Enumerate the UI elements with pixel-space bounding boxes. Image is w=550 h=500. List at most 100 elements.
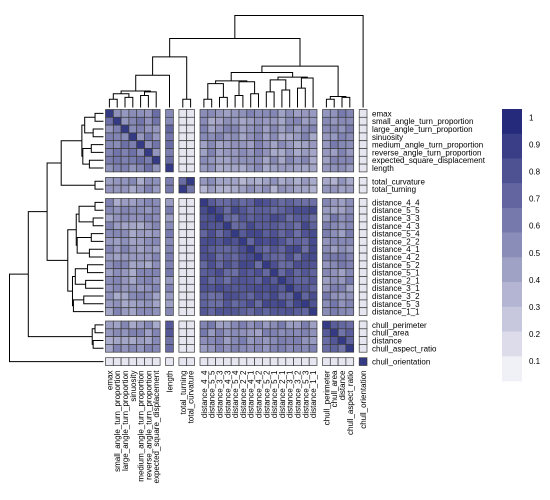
row-label: medium_angle_turn_proportion	[372, 141, 483, 150]
dendrogram-branch	[265, 91, 275, 108]
heatmap-cell	[254, 291, 263, 301]
heatmap-cell	[120, 328, 130, 337]
heatmap-cell	[151, 336, 161, 345]
heatmap-cell	[293, 132, 302, 142]
heatmap-cell	[105, 268, 114, 277]
heatmap-cell	[186, 320, 195, 330]
heatmap-cell	[345, 155, 355, 165]
heatmap-cell	[230, 163, 240, 173]
heatmap-cell	[136, 177, 145, 186]
heatmap-cell	[345, 268, 355, 277]
heatmap-cell	[178, 283, 188, 293]
heatmap-cell	[262, 184, 271, 194]
heatmap-cell	[151, 116, 161, 126]
column-label: total_curvature	[187, 370, 196, 423]
heatmap-cell	[178, 307, 188, 316]
dendrogram-branch	[92, 340, 104, 349]
heatmap-cell	[144, 177, 153, 186]
heatmap-cell	[285, 252, 294, 262]
heatmap-cell	[238, 177, 248, 186]
dendrogram-branch	[92, 128, 104, 138]
heatmap-cell	[238, 328, 248, 337]
heatmap-cell	[246, 268, 255, 277]
heatmap-cell	[345, 148, 355, 157]
heatmap-cell	[337, 116, 347, 126]
heatmap-cell	[120, 155, 130, 165]
heatmap-cell	[337, 184, 347, 194]
column-label: length	[166, 371, 175, 393]
heatmap-cell	[269, 132, 279, 142]
heatmap-cell	[285, 177, 294, 186]
heatmap-cell	[238, 148, 248, 157]
heatmap-cell	[301, 237, 310, 246]
heatmap-cell	[223, 213, 232, 223]
heatmap-cell	[207, 229, 216, 238]
heatmap-cell	[308, 205, 318, 215]
heatmap-cell	[254, 198, 263, 207]
heatmap-cell	[199, 109, 209, 118]
heatmap-cell	[120, 163, 130, 173]
heatmap-cell	[238, 229, 248, 238]
heatmap-cell	[238, 205, 248, 215]
heatmap-cell	[301, 260, 310, 270]
dendrogram-branch	[27, 211, 93, 338]
heatmap-cell	[178, 336, 188, 345]
heatmap-cell	[269, 260, 279, 270]
heatmap-cell	[262, 148, 271, 157]
heatmap-cell	[269, 116, 279, 126]
heatmap-cell	[136, 299, 145, 309]
heatmap-cell	[301, 148, 310, 157]
heatmap-cell	[262, 299, 271, 309]
heatmap-cell	[199, 283, 209, 293]
heatmap-cell	[215, 252, 224, 262]
heatmap-cell	[215, 291, 224, 301]
heatmap-cell	[178, 109, 188, 118]
colorbar-swatch	[502, 207, 522, 233]
heatmap-cell	[277, 357, 287, 366]
heatmap-cell	[144, 344, 153, 353]
heatmap-cell	[329, 221, 339, 231]
heatmap-cell	[322, 237, 331, 246]
column-label: total_turning	[179, 371, 188, 415]
heatmap-cell	[199, 148, 209, 157]
heatmap-cell	[246, 320, 255, 330]
heatmap-cell	[128, 221, 138, 231]
heatmap-cell	[337, 148, 347, 157]
heatmap-cell	[254, 307, 263, 316]
heatmap-cell	[199, 205, 209, 215]
heatmap-cell	[128, 252, 138, 262]
heatmap-cell	[223, 221, 232, 231]
heatmap-cell	[207, 140, 216, 149]
heatmap-cell	[293, 328, 302, 337]
colorbar-swatch	[502, 133, 522, 159]
heatmap-cell	[151, 244, 161, 254]
heatmap-cell	[178, 205, 188, 215]
heatmap-cell	[285, 198, 294, 207]
heatmap-cell	[215, 344, 224, 353]
heatmap-cell	[199, 155, 209, 165]
heatmap-cell	[254, 344, 263, 353]
heatmap-cell	[178, 213, 188, 223]
dendrogram-branch	[341, 96, 351, 108]
heatmap-cell	[322, 299, 331, 309]
heatmap-cell	[215, 184, 224, 194]
heatmap-cell	[165, 198, 174, 207]
heatmap-cell	[151, 237, 161, 246]
heatmap-cell	[144, 124, 153, 134]
heatmap-cell	[238, 357, 248, 366]
heatmap-cell	[151, 140, 161, 149]
heatmap-cell	[144, 132, 153, 142]
heatmap-cell	[112, 299, 122, 309]
heatmap-cell	[105, 140, 114, 149]
heatmap-cell	[293, 320, 302, 330]
heatmap-cell	[238, 213, 248, 223]
dendrogram-branch	[78, 205, 96, 223]
heatmap-cell	[105, 229, 114, 238]
heatmap-cell	[301, 252, 310, 262]
heatmap-cell	[329, 229, 339, 238]
heatmap-cell	[246, 307, 255, 316]
heatmap-cell	[269, 109, 279, 118]
heatmap-cell	[178, 148, 188, 157]
heatmap-cell	[358, 276, 368, 285]
heatmap-cell	[322, 124, 331, 134]
